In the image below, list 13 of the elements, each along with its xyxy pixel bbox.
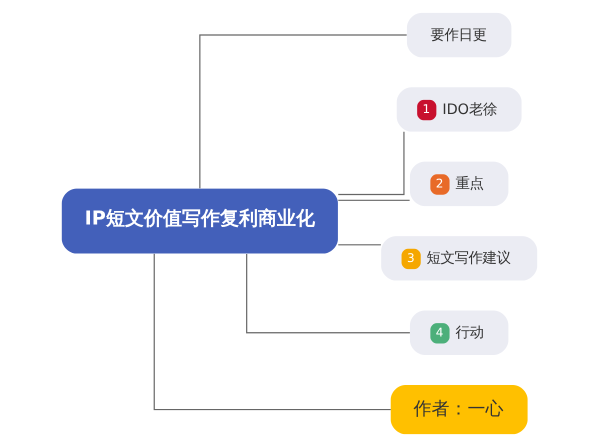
connector — [338, 200, 410, 201]
node-box: 作者：一心 — [390, 384, 528, 434]
node-box: 要作日更 — [406, 12, 511, 58]
node-box: 2 重点 — [409, 162, 508, 206]
node-box: 3 短文写作建议 — [380, 236, 537, 281]
node-box: 1 IDO老徐 — [396, 87, 522, 132]
connector — [246, 254, 410, 334]
connector — [338, 244, 380, 246]
connector — [338, 132, 404, 196]
connector — [198, 34, 406, 188]
node-box: IP短文价值写作复利商业化 — [61, 188, 338, 254]
connector — [153, 254, 390, 410]
node-box: 4 行动 — [409, 310, 508, 355]
